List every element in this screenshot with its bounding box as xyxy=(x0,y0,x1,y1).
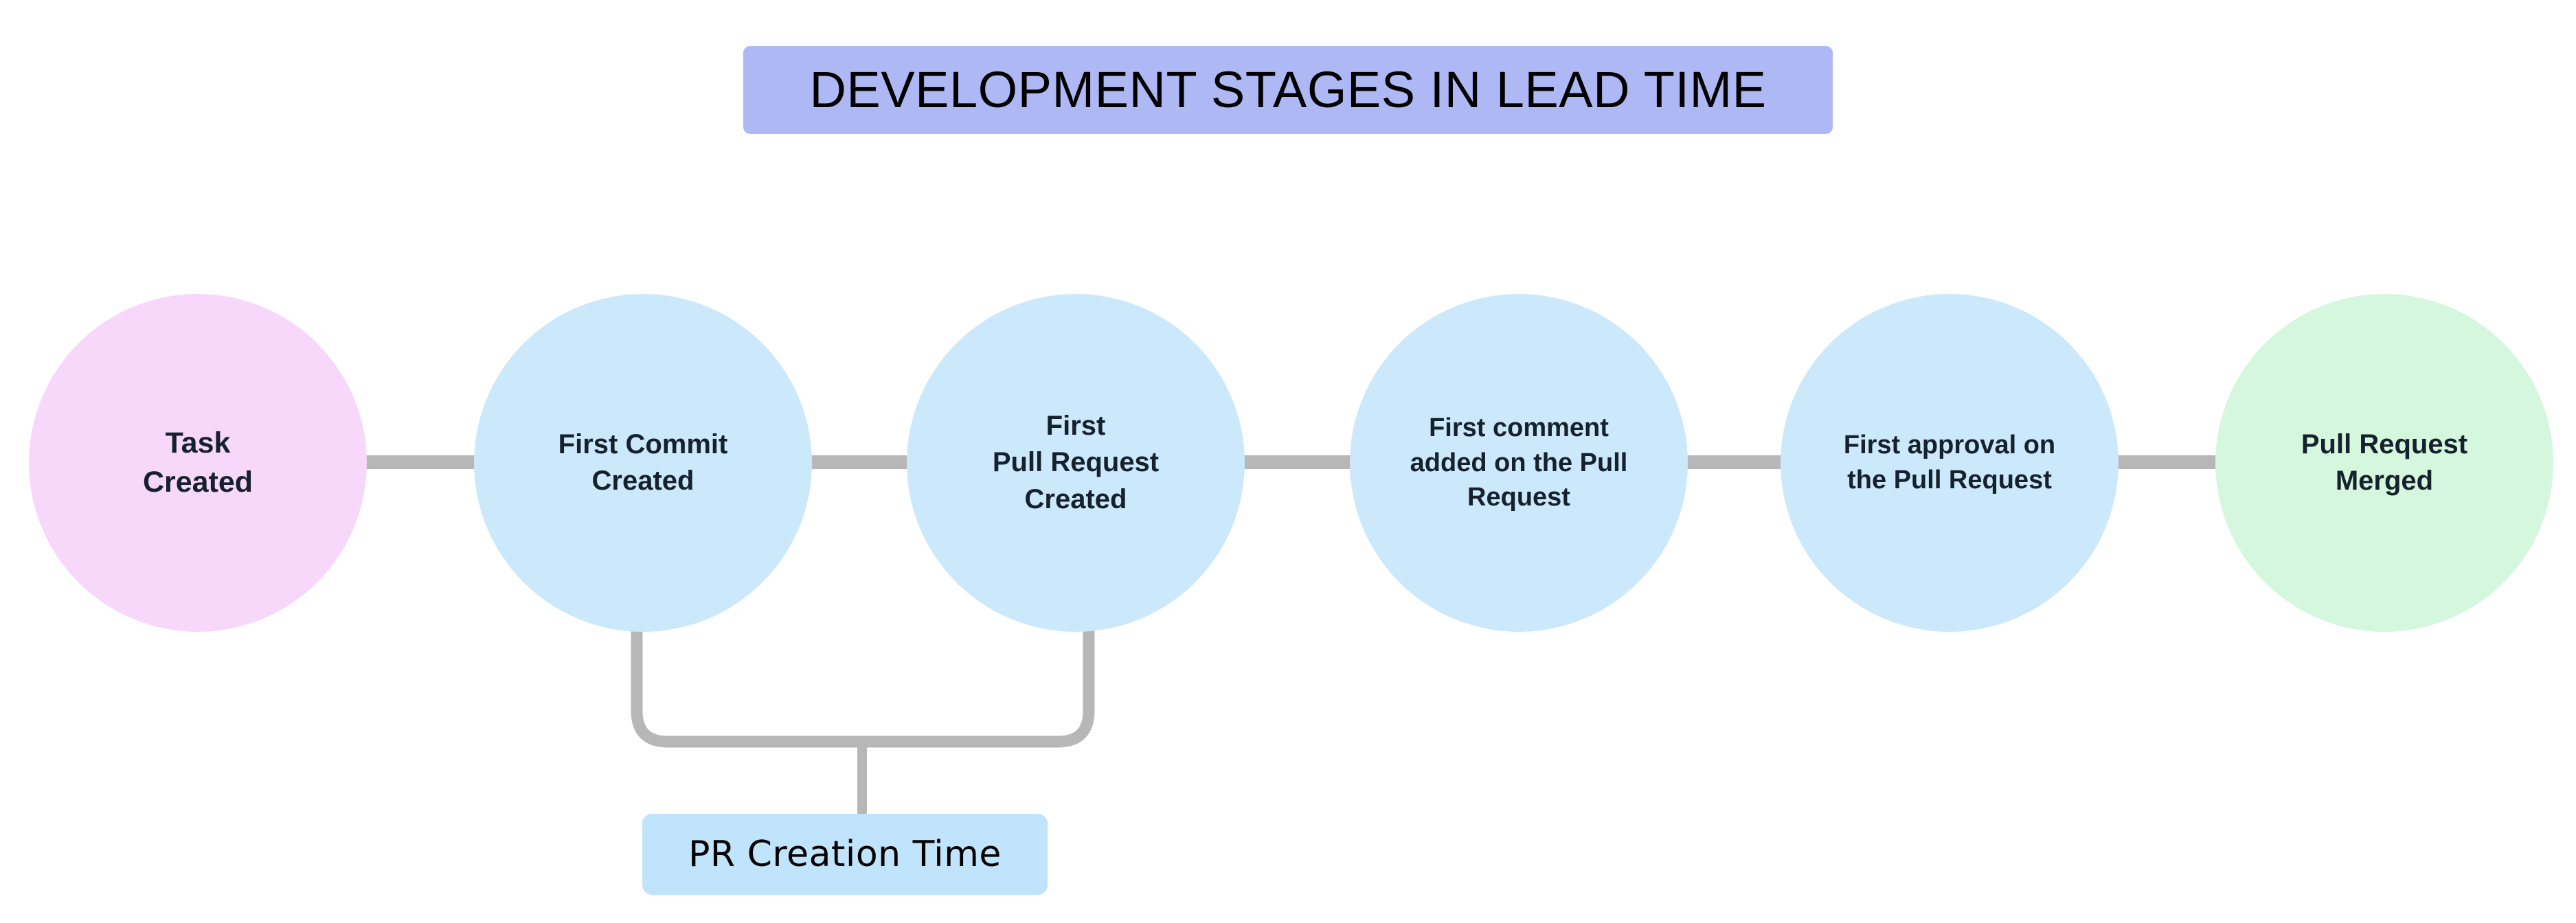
stage-label: First Commit Created xyxy=(558,429,728,496)
stage-node-first-comment-on-pr[interactable]: First comment added on the Pull Request xyxy=(1350,294,1688,632)
stage-node-first-pull-request-created[interactable]: First Pull Request Created xyxy=(907,294,1245,632)
stage-node-pull-request-merged[interactable]: Pull Request Merged xyxy=(2215,294,2553,632)
stage-label: Pull Request Merged xyxy=(2301,429,2468,496)
stage-label: Task Created xyxy=(142,426,253,499)
stage-node-first-commit-created[interactable]: First Commit Created xyxy=(474,294,812,632)
annotation-box-pr-creation-time[interactable]: PR Creation Time xyxy=(642,814,1048,895)
stage-label: First comment added on the Pull Request xyxy=(1410,413,1628,512)
stage-label: First Pull Request Created xyxy=(992,411,1160,514)
stage-node-first-approval-on-pr[interactable]: First approval on the Pull Request xyxy=(1781,294,2119,632)
annotation-label: PR Creation Time xyxy=(688,834,1002,875)
diagram-title-box: DEVELOPMENT STAGES IN LEAD TIME xyxy=(743,46,1833,134)
stage-node-task-created[interactable]: Task Created xyxy=(29,294,367,632)
page-title: DEVELOPMENT STAGES IN LEAD TIME xyxy=(809,61,1767,118)
annotation-bracket xyxy=(631,628,1095,748)
stage-label: First approval on the Pull Request xyxy=(1843,431,2056,494)
